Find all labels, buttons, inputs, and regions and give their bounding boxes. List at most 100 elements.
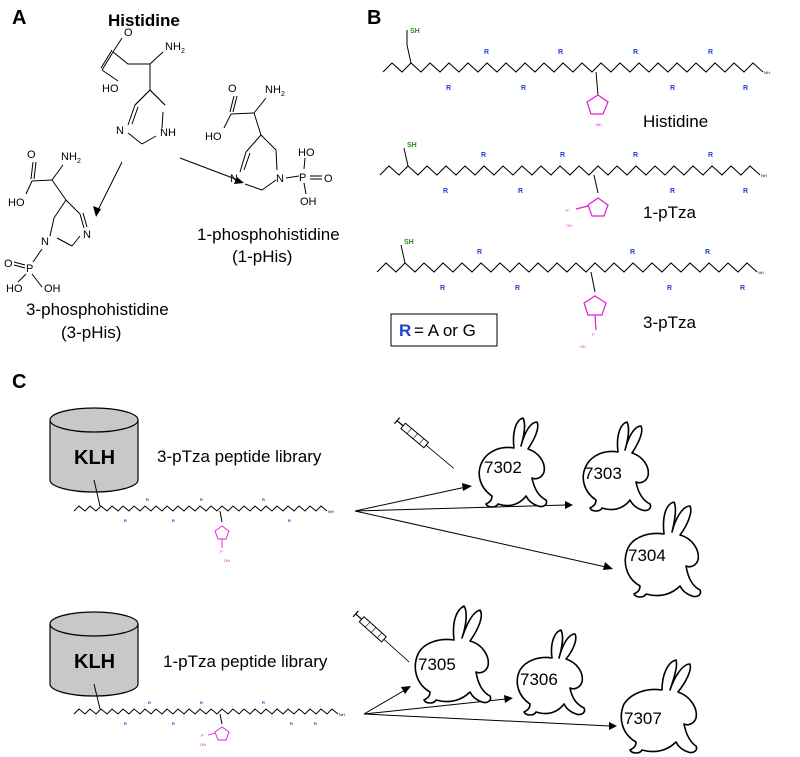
rabbit-7304: 7304 — [624, 501, 702, 598]
panel-b-letter: B — [367, 7, 381, 29]
peptide-label-1-ptza: 1-pTza — [643, 203, 696, 222]
lib1-r2: R — [146, 497, 149, 502]
rabbit-label-7305: 7305 — [418, 655, 456, 674]
panel-c: C KLH 3-pTza peptide library R R R R R R… — [12, 371, 702, 754]
lib1-r3: R — [172, 518, 175, 523]
panel-c-letter: C — [12, 371, 26, 393]
histidine-ho: HO — [102, 83, 119, 95]
p1-ho: HO — [205, 131, 222, 143]
p3-p: P — [26, 263, 33, 275]
histidine-nh-sub: 2 — [181, 48, 185, 55]
histidine-title: Histidine — [108, 11, 180, 30]
klh-label-1: KLH — [74, 447, 115, 469]
three-phospho-abbr: (3-pHis) — [61, 323, 121, 342]
p3-o: O — [4, 258, 13, 270]
p3-oh: OH — [44, 283, 61, 295]
lib2-r2: R — [148, 700, 151, 705]
histidine-peptide-r8: R — [743, 85, 748, 92]
histidine-peptide-r3: R — [633, 49, 638, 56]
three-phospho-name: 3-phosphohistidine — [26, 300, 169, 319]
one-ptza-sh: SH — [407, 142, 417, 149]
klh-label-2: KLH — [74, 651, 115, 673]
panel-a-letter: A — [12, 7, 26, 29]
one-ptza-r4: R — [443, 188, 448, 195]
one-phosphohistidine-structure: NH 2 O HO N N P O HO — [205, 83, 333, 208]
panel-a: A Histidine O HO NH 2 N NH — [4, 7, 340, 342]
three-ptza-r4: R — [440, 285, 445, 292]
rabbit-label-7303: 7303 — [584, 464, 622, 483]
syringe-icon — [393, 417, 454, 469]
p1-nh2: NH — [265, 84, 281, 96]
one-ptza-r2: R — [633, 152, 638, 159]
p1-oh: OH — [300, 196, 317, 208]
p1-p: P — [299, 172, 306, 184]
arrows-library-2 — [363, 686, 617, 730]
peptide-3-ptza: SH R R R R R R R NH P OH — [376, 239, 764, 349]
lib1-r6: R — [288, 518, 291, 523]
one-ptza-r1: R — [481, 152, 486, 159]
three-ptza-r7: R — [740, 285, 745, 292]
rabbit-label-7302: 7302 — [484, 458, 522, 477]
one-phospho-name: 1-phosphohistidine — [197, 225, 340, 244]
three-ptza-r3: R — [705, 249, 710, 256]
lib2-r7: R — [314, 721, 317, 726]
p1-n-phos: N — [276, 173, 284, 185]
three-phosphohistidine-structure: NH 2 O HO N N P OH HO — [4, 149, 91, 295]
peptide-histidine: SH R R R R R R R R NH NH — [382, 28, 770, 127]
r-legend-box — [390, 313, 498, 347]
histidine-structure: O HO NH 2 N NH — [100, 27, 185, 145]
histidine-o: O — [124, 27, 133, 39]
three-ptza-r6: R — [667, 285, 672, 292]
lib1-r1: R — [124, 518, 127, 523]
lib1-r4: R — [200, 497, 203, 502]
histidine-peptide-sh: SH — [410, 28, 420, 35]
histidine-peptide-nh2: NH — [764, 70, 770, 75]
histidine-peptide-ring-nh: NH — [596, 122, 602, 127]
one-ptza-r3: R — [708, 152, 713, 159]
three-ptza-sh: SH — [404, 239, 414, 246]
arrows-library-1 — [354, 483, 613, 570]
lib1-nh2: NH — [328, 509, 334, 514]
library-peptide-1: R R R R R R NH P OH — [73, 479, 334, 563]
histidine-peptide-r7: R — [670, 85, 675, 92]
lib2-r6: R — [290, 721, 293, 726]
panel-b: B SH R R R R R R R R NH NH Histidine SH … — [367, 7, 770, 349]
rabbit-label-7306: 7306 — [520, 670, 558, 689]
rabbit-7303: 7303 — [582, 421, 652, 512]
lib2-nh2: NH — [339, 712, 345, 717]
p3-ho-bottom: HO — [6, 283, 23, 295]
klh-carrier-2: KLH — [49, 611, 139, 697]
three-ptza-r2: R — [630, 249, 635, 256]
library-name-1: 3-pTza peptide library — [157, 447, 322, 466]
lib2-r5: R — [262, 700, 265, 705]
lib2-oh: OH — [200, 742, 206, 747]
one-ptza-nh2: NH — [761, 173, 767, 178]
p3-n-phos: N — [41, 236, 49, 248]
one-ptza-r8: R — [560, 152, 565, 159]
one-ptza-oh: OH — [566, 223, 572, 228]
three-ptza-p: P — [592, 332, 595, 337]
r-legend-symbol: R — [399, 321, 411, 340]
lib2-r3: R — [172, 721, 175, 726]
lib2-r4: R — [200, 700, 203, 705]
three-ptza-nh2: NH — [758, 270, 764, 275]
klh-carrier-1: KLH — [49, 407, 139, 493]
histidine-peptide-r1: R — [484, 49, 489, 56]
p1-o: O — [324, 173, 333, 185]
lib2-r1: R — [124, 721, 127, 726]
histidine-peptide-r5: R — [446, 85, 451, 92]
rabbit-7306: 7306 — [516, 629, 586, 716]
peptide-label-3-ptza: 3-pTza — [643, 313, 696, 332]
p1-ho-top: HO — [298, 147, 315, 159]
p3-n: N — [83, 229, 91, 241]
p1-n: N — [230, 173, 238, 185]
lib1-p: P — [220, 549, 223, 554]
r-legend-text: = A or G — [414, 321, 476, 340]
three-ptza-oh: OH — [580, 344, 586, 349]
library-name-2: 1-pTza peptide library — [163, 652, 328, 671]
library-peptide-2: R R R R R R R NH P OH — [73, 683, 345, 747]
three-ptza-r5: R — [515, 285, 520, 292]
rabbit-7302: 7302 — [478, 417, 548, 508]
peptide-1-ptza: SH R R R R R R R R NH P OH — [379, 142, 767, 228]
